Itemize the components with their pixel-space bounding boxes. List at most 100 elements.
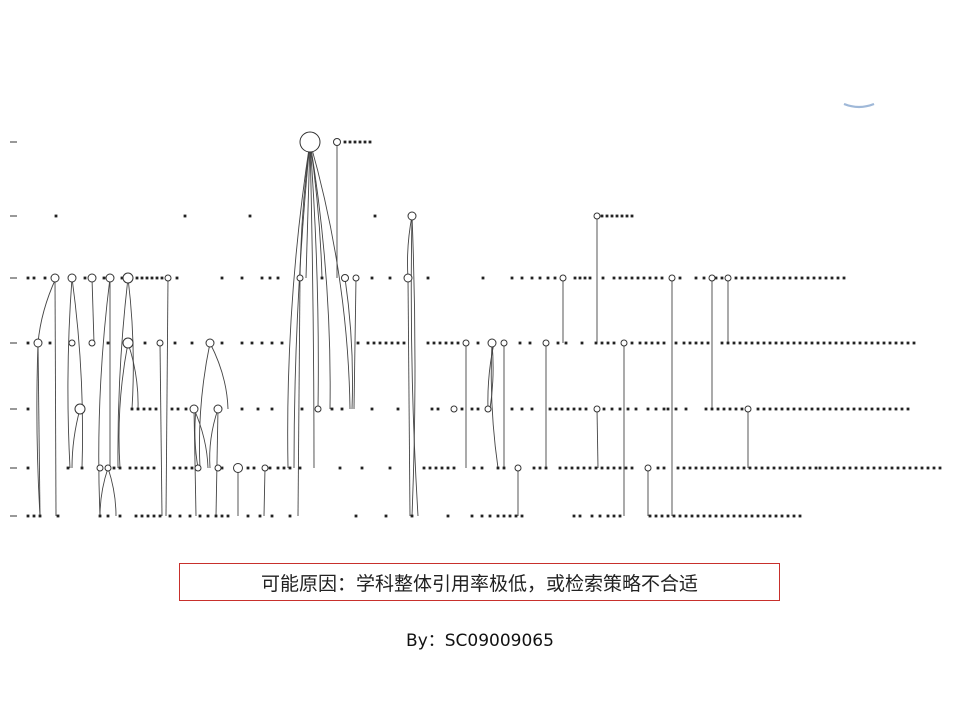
article-dot xyxy=(740,407,744,411)
article-dot xyxy=(722,407,726,411)
article-dot xyxy=(184,466,188,470)
article-dot xyxy=(544,466,548,470)
article-dot xyxy=(146,514,150,518)
article-node xyxy=(261,464,269,472)
article-dot xyxy=(538,276,542,280)
article-dot xyxy=(786,514,790,518)
article-dot xyxy=(834,341,838,345)
article-dot xyxy=(726,514,730,518)
article-dot xyxy=(270,407,274,411)
article-dot xyxy=(678,276,682,280)
article-dot xyxy=(584,407,588,411)
article-dot xyxy=(158,514,162,518)
article-node xyxy=(352,274,360,282)
article-dot xyxy=(814,466,818,470)
article-dot xyxy=(804,341,808,345)
citation-edge xyxy=(309,141,323,279)
citation-edge xyxy=(309,141,315,469)
article-dot xyxy=(450,341,454,345)
citation-edge xyxy=(263,467,266,517)
article-dot xyxy=(654,514,658,518)
article-dot xyxy=(130,407,134,411)
article-dot xyxy=(662,407,666,411)
article-dot xyxy=(806,276,810,280)
article-dot xyxy=(730,466,734,470)
article-dot xyxy=(650,341,654,345)
article-dot xyxy=(384,514,388,518)
article-dot xyxy=(518,341,522,345)
citation-edge xyxy=(293,141,311,469)
article-dot xyxy=(710,407,714,411)
article-dot xyxy=(636,276,640,280)
article-dot xyxy=(410,514,414,518)
article-dot xyxy=(426,341,430,345)
article-dot xyxy=(612,341,616,345)
article-dot xyxy=(578,407,582,411)
article-dot xyxy=(926,466,930,470)
article-dot xyxy=(66,466,70,470)
article-dot xyxy=(750,514,754,518)
article-dot xyxy=(554,407,558,411)
article-dot xyxy=(720,514,724,518)
citation-edge xyxy=(309,141,331,410)
article-dot xyxy=(128,466,132,470)
article-dot xyxy=(470,407,474,411)
article-node xyxy=(668,274,676,282)
article-node xyxy=(68,339,76,347)
article-dot xyxy=(54,214,58,218)
article-dot xyxy=(774,341,778,345)
article-dot xyxy=(634,407,638,411)
article-dot xyxy=(768,514,772,518)
article-dot xyxy=(576,466,580,470)
article-dot xyxy=(818,276,822,280)
article-dot xyxy=(470,514,474,518)
row-label-mark xyxy=(10,515,17,517)
article-dot xyxy=(370,407,374,411)
article-dot xyxy=(798,407,802,411)
article-dot xyxy=(390,341,394,345)
article-dot xyxy=(824,276,828,280)
article-dot xyxy=(460,407,464,411)
article-dot xyxy=(270,341,274,345)
article-dot xyxy=(762,407,766,411)
article-dot xyxy=(884,466,888,470)
article-dot xyxy=(173,341,177,345)
article-dot xyxy=(142,407,146,411)
article-dot xyxy=(852,407,856,411)
article-dot xyxy=(734,276,738,280)
article-dot xyxy=(566,407,570,411)
article-dot xyxy=(578,276,582,280)
slide-accent-mark-icon xyxy=(843,103,875,109)
article-dot xyxy=(612,466,616,470)
article-dot xyxy=(520,276,524,280)
article-dot xyxy=(226,514,230,518)
article-dot xyxy=(732,514,736,518)
article-dot xyxy=(514,514,518,518)
article-dot xyxy=(768,341,772,345)
citation-edge xyxy=(193,408,197,517)
article-dot xyxy=(246,514,250,518)
citation-edge xyxy=(353,277,357,410)
article-dot xyxy=(906,407,910,411)
article-dot xyxy=(606,466,610,470)
article-dot xyxy=(83,276,87,280)
article-dot xyxy=(426,276,430,280)
article-dot xyxy=(378,341,382,345)
article-dot xyxy=(896,466,900,470)
citation-edge xyxy=(305,141,311,279)
article-dot xyxy=(772,466,776,470)
article-dot xyxy=(530,407,534,411)
article-dot xyxy=(714,514,718,518)
article-dot xyxy=(510,407,514,411)
article-dot xyxy=(428,466,432,470)
article-dot xyxy=(866,466,870,470)
article-dot xyxy=(190,341,194,345)
citation-edge xyxy=(107,467,117,517)
article-dot xyxy=(188,514,192,518)
article-dot xyxy=(353,140,357,144)
article-dot xyxy=(605,214,609,218)
article-dot xyxy=(864,341,868,345)
article-dot xyxy=(481,276,485,280)
article-dot xyxy=(618,514,622,518)
article-dot xyxy=(800,276,804,280)
